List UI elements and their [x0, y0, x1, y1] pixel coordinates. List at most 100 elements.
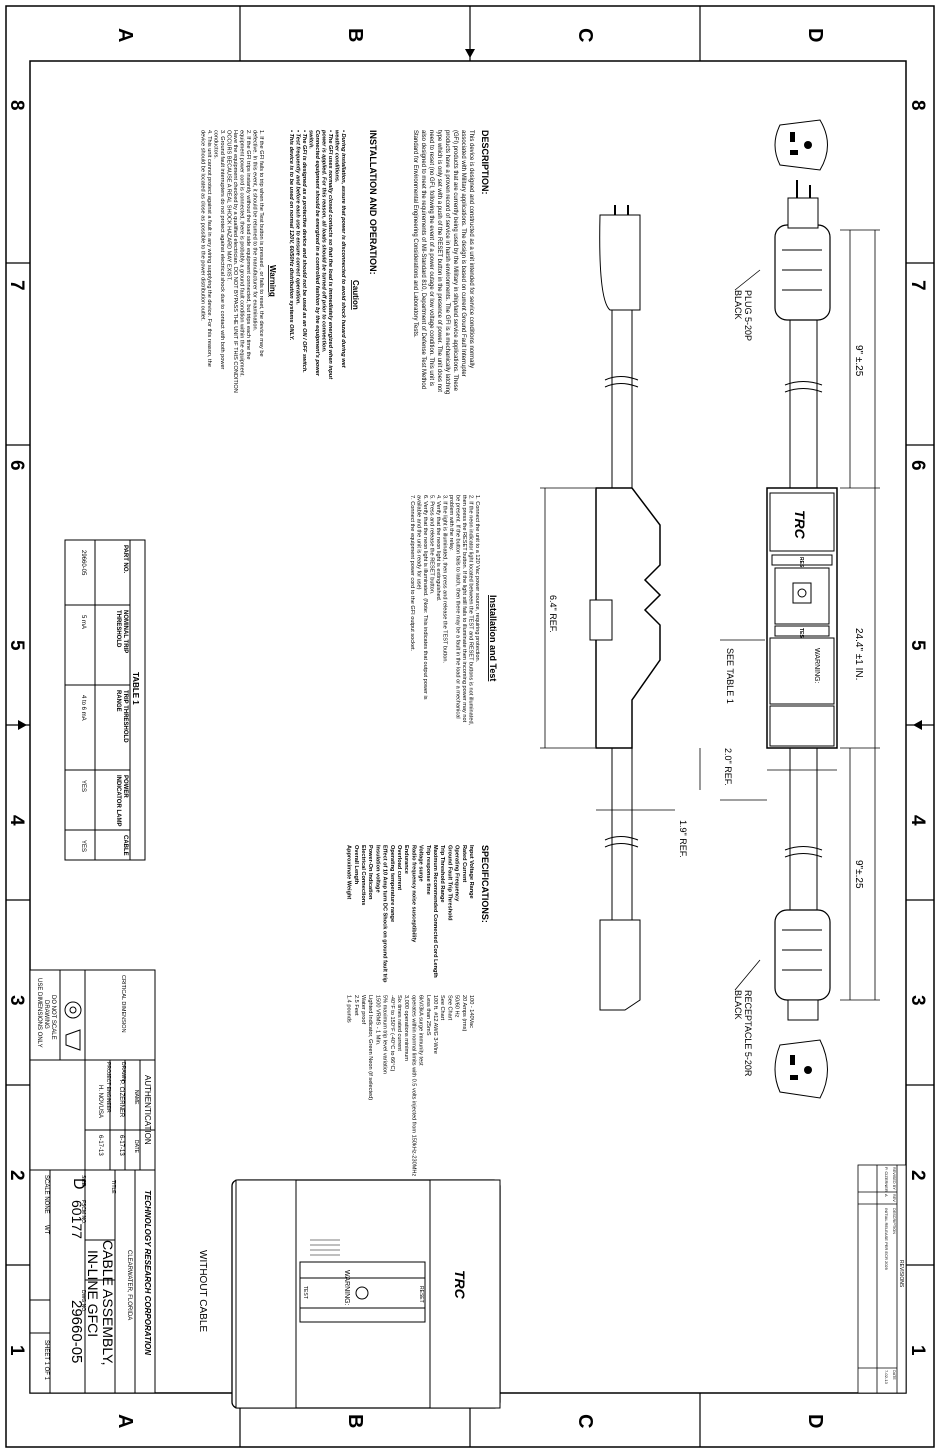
- dim-overall: 24.4" ±1 IN.: [853, 628, 864, 680]
- zone-number-left-4: 4: [6, 815, 27, 826]
- warning-item: equipment power cord is connected, there…: [239, 130, 245, 377]
- install-step: 5. Press and release the RESET button.: [429, 495, 435, 595]
- install-step: then press the RESET button. If the ligh…: [461, 495, 467, 723]
- critical-dimension: CRITICAL DIMENSION: [120, 975, 126, 1033]
- center-arrow-left: [18, 720, 27, 730]
- installation-heading: INSTALLATION AND OPERATION:: [368, 130, 378, 275]
- spec-label: Radio frequency noise susceptibility: [410, 845, 416, 943]
- table-1-header: NOMINAL TRIP: [122, 610, 128, 653]
- spec-label: Maximum Recommended Connected Cord Lengt…: [432, 845, 438, 978]
- caution-bullet: • This device is to be used on normal 12…: [288, 130, 294, 341]
- spec-label: Electrical Connections: [360, 845, 366, 905]
- warning-item: OCCURS BECAUSE A REAL SHOCK HAZARD MAY E…: [226, 130, 232, 281]
- install-step: 6. Verify that the neon light is illumin…: [422, 495, 428, 700]
- install-step: 4. Verify that the neon light is extingu…: [435, 495, 441, 602]
- spec-value: Water proof: [360, 995, 366, 1024]
- table-1-header: INDICATOR LAMP: [115, 775, 121, 826]
- assembly-top-view: TRC RESET TEST WARNING:: [766, 119, 838, 1099]
- see-table-label: SEE TABLE 1: [725, 648, 735, 704]
- description-line: type which is only set with a push of th…: [436, 130, 442, 392]
- dimension-lines: [699, 229, 880, 1001]
- warning-label-panel: [769, 637, 835, 705]
- table-1-cell: YES: [80, 840, 86, 852]
- spec-value: Six times rated current: [396, 995, 402, 1051]
- spec-value: -40°F to 150°F (-40°C to 66°C): [389, 995, 395, 1072]
- receptacle-label: RECEPTACLE 5-20R: [743, 990, 753, 1077]
- description-line: This device is designed and constructed …: [468, 130, 474, 368]
- description-block: DESCRIPTION: This device is designed and…: [412, 130, 490, 394]
- revision-cell: A: [884, 1194, 889, 1197]
- caution-bullet: weather conditions.: [334, 130, 340, 183]
- spec-label: Power-On Indication: [367, 845, 373, 900]
- engineer-label: PROJECT ENGINEER: [105, 1062, 111, 1113]
- without-cable-warning: WARNING:: [343, 1270, 350, 1306]
- receptacle-5-20r: [774, 909, 831, 1001]
- caution-bullet: • The GFI uses normally closed contacts …: [327, 130, 333, 380]
- caution-bullet: • The GFI is designed as a protective de…: [301, 130, 307, 373]
- dim-cord-bottom: 9"±.25: [853, 860, 864, 889]
- description-line: Standard for Environmental Engineering C…: [412, 130, 418, 338]
- test-button-label[interactable]: TEST: [798, 628, 804, 641]
- weight-label: WT: [43, 1225, 49, 1235]
- zone-number-left-5: 5: [6, 640, 27, 651]
- spec-label: Approximate Weight: [346, 845, 352, 899]
- spec-label: Operating temperature range: [389, 845, 395, 922]
- caution-bullet: power is applied. For this reason, all l…: [321, 129, 327, 353]
- zone-number-left-2: 2: [6, 1170, 27, 1181]
- center-arrow-right: [913, 720, 922, 730]
- plug-label: PLUG 5-20P: [743, 290, 753, 341]
- reset-button-label[interactable]: RESET: [798, 557, 804, 574]
- warning-item: conductors.: [213, 130, 219, 159]
- warning-item: defective. In this event, it should be r…: [252, 130, 258, 332]
- spec-value: See Chart: [439, 995, 445, 1021]
- caution-bullet: • During installation, assure that power…: [340, 130, 346, 369]
- spec-label: Trip response time: [425, 845, 431, 895]
- spec-label: Ground Fault Trip Threshold: [446, 845, 452, 921]
- zone-number-right-6: 6: [907, 460, 928, 471]
- zone-letter-bottom-A: A: [114, 1414, 136, 1428]
- revision-header: DATE: [892, 1370, 896, 1380]
- do-not-scale-2: DRAWING: [43, 1000, 49, 1029]
- zone-number-left-1: 1: [6, 1345, 27, 1356]
- zone-number-left-3: 3: [6, 995, 27, 1006]
- plug-color-label: BLACK: [733, 290, 743, 320]
- gfci-logo: TRC: [792, 510, 808, 540]
- receptacle-color-label: BLACK: [733, 990, 743, 1020]
- company-location: CLEARWATER, FLORIDA: [126, 1250, 132, 1320]
- zone-number-left-6: 6: [6, 460, 27, 471]
- spec-value: 1.4 pounds: [346, 995, 352, 1023]
- title-block: [29, 969, 156, 1394]
- title-label: TITLE: [110, 1180, 116, 1194]
- install-step: problem with the relay.: [448, 495, 454, 551]
- dim-body: 6.4" REF.: [548, 595, 558, 633]
- zone-number-right-3: 3: [907, 995, 928, 1006]
- drawn-name: P. CIZERNER: [118, 1080, 124, 1118]
- receptacle-face-icon: [774, 1039, 828, 1099]
- test-button[interactable]: [774, 625, 830, 637]
- spec-value: 100 - 140Vac: [468, 995, 474, 1028]
- table-1-header: TRIP THRESHOLD: [122, 690, 128, 743]
- spec-value: See Chart: [446, 995, 452, 1021]
- spec-label: Trip Threshold Range: [439, 845, 445, 903]
- revision-cell: INITIAL RELEASE PER ECR 2029: [884, 1208, 889, 1271]
- do-not-scale-1: DO NOT SCALE: [50, 995, 56, 1040]
- spec-label: Operating Frequency: [454, 845, 460, 902]
- spec-value: 20 Amps (rms): [461, 995, 467, 1032]
- size-label: SIZE: [80, 1175, 86, 1187]
- sheet-label: SHEET 1 OF 1: [43, 1340, 49, 1381]
- zone-number-right-8: 8: [907, 100, 928, 111]
- zone-letter-bottom-C: C: [574, 1414, 596, 1428]
- revision-cell: P. CIZERNER: [884, 1167, 889, 1192]
- table-1-header: PART NO.: [122, 545, 128, 574]
- caution-bullet: Connected equipment should be energized …: [314, 130, 320, 377]
- warning-label: WARNING:: [813, 648, 820, 684]
- revision-header: REV: [892, 1194, 896, 1202]
- side-view-dimensions: [540, 487, 675, 811]
- spec-label: Endurance: [403, 845, 409, 874]
- revision-header: REVISED BY: [892, 1167, 896, 1190]
- spec-label: Overload current: [396, 845, 402, 890]
- table-1-cell: 5 mA: [80, 615, 86, 629]
- drawing-title-1: CABLE ASSEMBLY,: [100, 1240, 116, 1366]
- revision-block: [857, 1164, 907, 1394]
